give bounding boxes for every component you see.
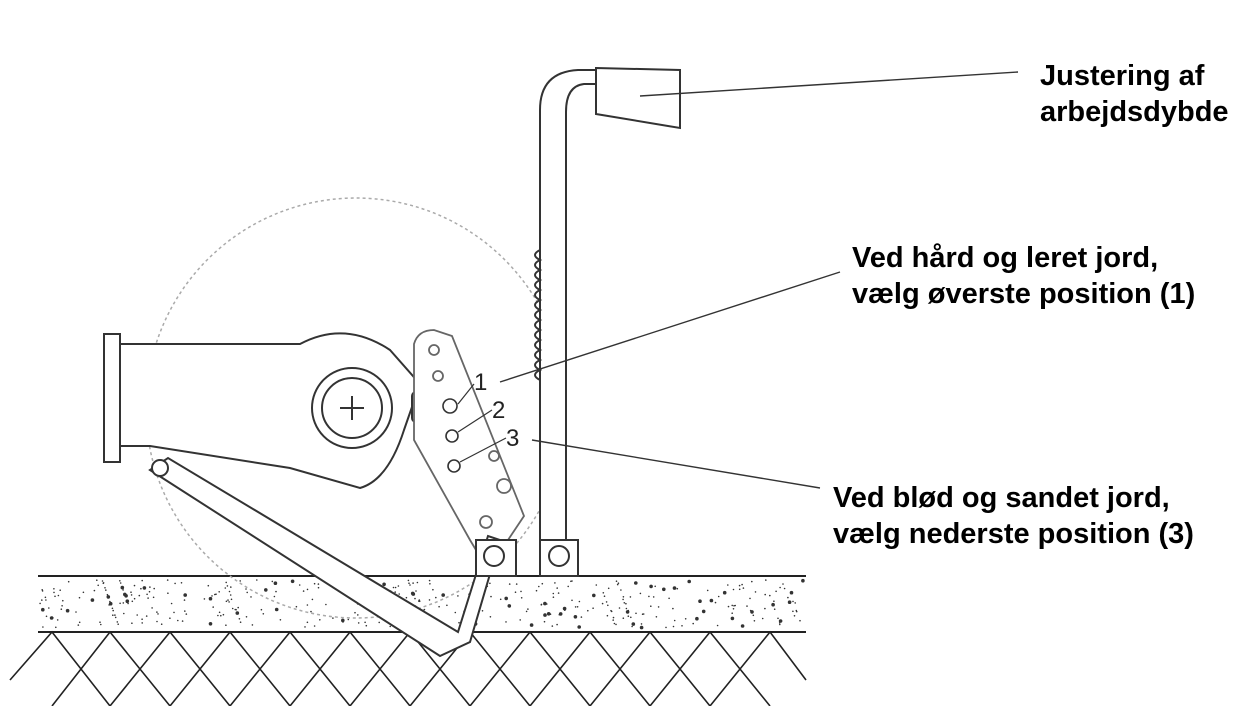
position-number-1: 1	[474, 369, 487, 396]
label-hard-soil: Ved hård og leret jord, vælg øverste pos…	[852, 240, 1195, 312]
subsoil-hatching	[9, 630, 807, 706]
soil-layer	[9, 575, 807, 706]
position-number-3: 3	[506, 425, 519, 452]
label-soft-line-1: Ved blød og sandet jord,	[833, 482, 1170, 514]
leader-lines	[499, 71, 1019, 489]
support-leg	[148, 456, 517, 658]
frame-arm	[103, 332, 455, 490]
position-number-2: 2	[492, 397, 505, 424]
label-soft-soil: Ved blød og sandet jord, vælg nederste p…	[833, 480, 1194, 552]
label-hard-line-2: vælg øverste position (1)	[852, 278, 1196, 310]
label-depth-line-1: Justering af	[1040, 60, 1205, 92]
label-hard-line-1: Ved hård og leret jord,	[852, 242, 1159, 274]
label-depth-line-2: arbejdsdybde	[1040, 96, 1229, 128]
adjustment-handle	[595, 66, 681, 130]
label-soft-line-2: vælg nederste position (3)	[833, 518, 1194, 550]
label-depth-adjustment: Justering af arbejdsdybde	[1040, 58, 1229, 130]
position-holes	[442, 398, 461, 473]
adjustment-rod	[534, 66, 681, 577]
